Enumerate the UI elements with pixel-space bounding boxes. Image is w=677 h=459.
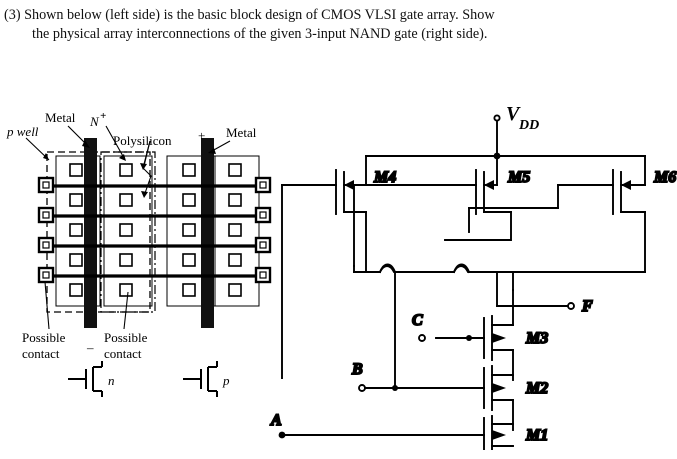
label-dash: – <box>86 340 94 355</box>
question-text: (3) Shown below (left side) is the basic… <box>4 6 672 44</box>
input-c-terminal <box>418 334 426 342</box>
m2-gate-arrow <box>492 383 506 393</box>
vdd-label: V <box>506 103 521 125</box>
m3-gate-arrow <box>492 333 506 343</box>
label-n-plus: N <box>89 114 100 129</box>
m3-symbol <box>435 315 514 381</box>
gate-array-figure: p well Metal N + Polysilicon + Metal Pos… <box>0 96 300 416</box>
nmos-symbol-label: n <box>108 373 115 388</box>
m1-label: M1 <box>525 427 548 444</box>
label-possible-contact-right-2: contact <box>104 346 142 361</box>
right-pad-centers <box>259 181 267 279</box>
label-metal-right: Metal <box>226 125 257 140</box>
input-a-terminal <box>278 431 286 439</box>
m4-gate-arrow <box>344 180 354 190</box>
output-bus-hop1 <box>378 263 397 274</box>
n-plus-region <box>100 151 156 313</box>
m3-label: M3 <box>525 330 548 347</box>
drain-bus-mid <box>468 211 512 241</box>
input-c-label: C <box>412 312 423 329</box>
m4-label: M4 <box>373 169 396 186</box>
question-line-1: (3) Shown below (left side) is the basic… <box>4 7 495 23</box>
polysilicon-bar-left <box>84 138 97 328</box>
f-terminal <box>567 302 575 310</box>
m6-symbol <box>557 169 646 273</box>
m6-label: M6 <box>653 169 676 186</box>
polysilicon-bar-right <box>201 138 214 328</box>
input-b-terminal <box>358 384 366 392</box>
m5-label: M5 <box>507 169 530 186</box>
vdd-terminal <box>493 114 501 122</box>
metal-rows <box>49 184 258 278</box>
drain-bus-hop <box>496 227 511 235</box>
pmos-symbol <box>183 361 218 397</box>
nmos-symbol <box>68 361 103 397</box>
label-possible-contact-left-2: contact <box>22 346 60 361</box>
left-pad-centers <box>42 181 50 279</box>
contact-squares <box>69 163 242 297</box>
leader-lines <box>25 125 231 330</box>
m1-gate-arrow <box>492 430 506 440</box>
label-n-plus-sup: + <box>100 110 106 122</box>
input-a-label: A <box>270 412 282 429</box>
label-polysilicon: Polysilicon <box>113 133 172 148</box>
label-possible-contact-right-1: Possible <box>104 330 148 345</box>
m6-gate-arrow <box>621 180 631 190</box>
label-possible-contact-left-1: Possible <box>22 330 66 345</box>
f-label: F <box>581 298 593 315</box>
question-line-2: the physical array interconnections of t… <box>32 26 488 42</box>
label-p-plus-sup: + <box>198 128 205 143</box>
nand-circuit-figure: M4 M5 <box>258 100 677 450</box>
m2-label: M2 <box>525 380 548 397</box>
p-well-boundary <box>46 151 151 313</box>
label-p-well: p well <box>6 124 39 139</box>
left-contact-pads <box>37 176 55 284</box>
pmos-symbol-label: p <box>222 373 230 388</box>
m5-gate-arrow <box>484 180 494 190</box>
label-metal-left: Metal <box>45 110 76 125</box>
m2-symbol <box>364 365 514 431</box>
nand-circuit-svg: M4 M5 <box>269 103 677 450</box>
m4-symbol <box>301 169 367 273</box>
input-b-label: B <box>351 361 363 378</box>
m1-symbol <box>281 415 514 450</box>
vdd-sub: DD <box>518 118 539 133</box>
gate-array-svg: p well Metal N + Polysilicon + Metal Pos… <box>6 110 272 397</box>
c-junction <box>466 335 472 341</box>
output-bus-hop2 <box>452 263 471 274</box>
